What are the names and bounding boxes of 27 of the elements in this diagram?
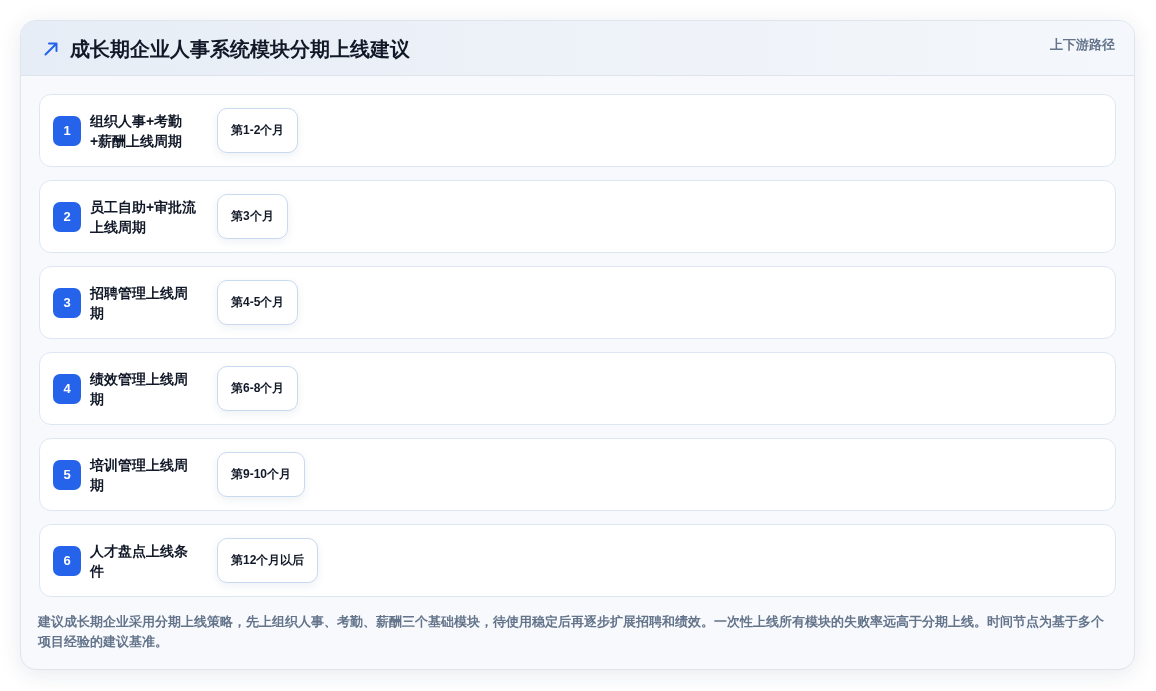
number-badge: 4 <box>53 374 81 404</box>
number-badge: 2 <box>53 202 81 232</box>
header-note: 上下游路径 <box>1050 36 1115 54</box>
row-label: 组织人事+考勤+薪酬上线周期 <box>90 111 184 151</box>
period-pill: 第4-5个月 <box>217 280 299 325</box>
row-label: 培训管理上线周期 <box>90 455 189 495</box>
period-pill: 第12个月以后 <box>217 538 319 583</box>
row-card <box>39 180 1116 253</box>
title-text: 成长期企业人事系统模块分期上线建议 <box>70 37 410 62</box>
period-pill: 第1-2个月 <box>217 108 299 153</box>
caption-text: 建议成长期企业采用分期上线策略，先上组织人事、考勤、薪酬三个基础模块，待使用稳定后再逐步扩展招聘和绩效。一次性上线所有模块的失败率远高于分期上线。时间节点为基于多个项目经验的建议基准。 <box>38 613 1105 651</box>
row-label: 绩效管理上线周期 <box>90 369 189 409</box>
number-badge: 1 <box>53 116 81 146</box>
row-card <box>39 524 1116 597</box>
row-label: 员工自助+审批流上线周期 <box>90 197 198 237</box>
row-card <box>39 266 1116 339</box>
row-card <box>39 352 1116 425</box>
period-pill: 第6-8个月 <box>217 366 299 411</box>
number-badge: 6 <box>53 546 81 576</box>
number-badge: 3 <box>53 288 81 318</box>
period-pill: 第9-10个月 <box>217 452 306 497</box>
number-badge: 5 <box>53 460 81 490</box>
row-card <box>39 94 1116 167</box>
row-card <box>39 438 1116 511</box>
row-label: 招聘管理上线周期 <box>90 283 189 323</box>
row-label: 人才盘点上线条件 <box>90 541 189 581</box>
period-pill: 第3个月 <box>217 194 288 239</box>
